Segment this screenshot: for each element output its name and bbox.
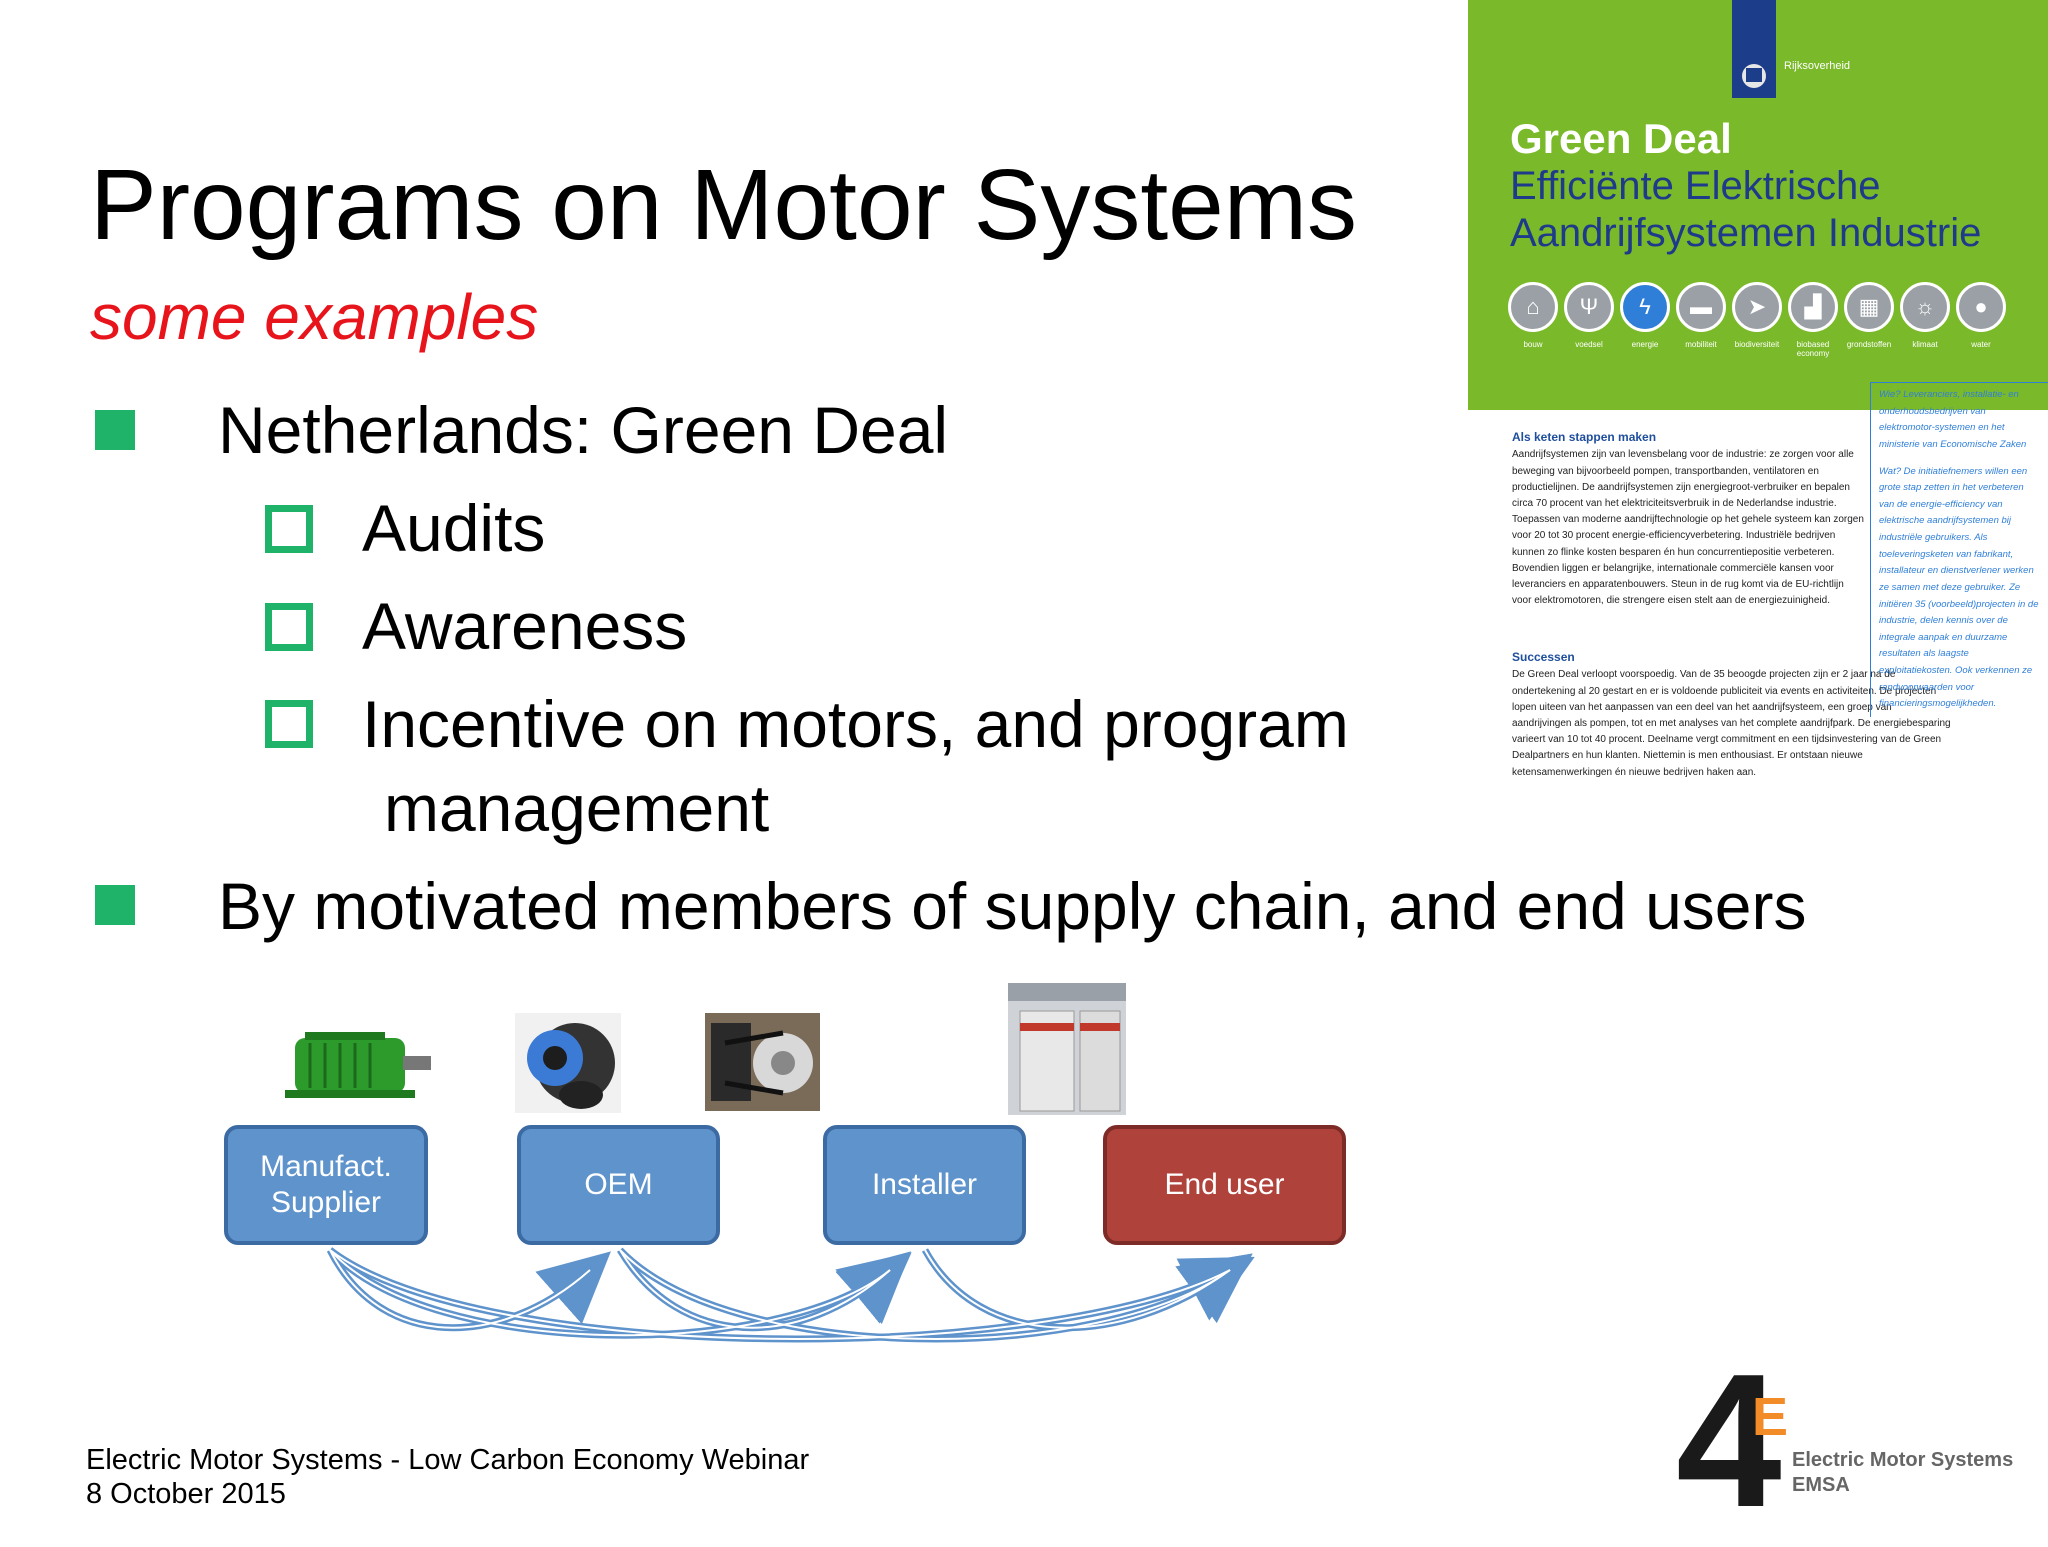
theme-icon-label: water (1971, 340, 1991, 349)
bullet-marker (95, 410, 135, 450)
doc-sidebar-what: Wat? De initiatiefnemers willen een grot… (1879, 465, 2039, 710)
car-icon: ▬ (1676, 282, 1726, 332)
cutlery-icon: Ψ (1564, 282, 1614, 332)
sub-bullet-audits: Audits (362, 491, 546, 565)
slide-subtitle: some examples (90, 281, 539, 353)
doc-section-1-text: Aandrijfsystemen zijn van levensbelang v… (1512, 449, 1864, 607)
belt-drive-image (705, 1013, 820, 1111)
doc-section-2: Successen De Green Deal verloopt voorspo… (1512, 648, 1952, 781)
logo-4: 4 (1676, 1335, 1782, 1547)
factory-icon: ▟ (1788, 282, 1838, 332)
government-logo-band (1732, 0, 1776, 98)
sub-bullet-marker (265, 700, 313, 748)
doc-subtitle-2: Aandrijfsystemen Industrie (1510, 211, 1982, 255)
materials-icon: ▦ (1844, 282, 1894, 332)
doc-section-1: Als keten stappen maken Aandrijfsystemen… (1512, 428, 1864, 609)
theme-icon-label: energie (1631, 340, 1659, 349)
house-icon: ⌂ (1508, 282, 1558, 332)
drop-icon: ● (1956, 282, 2006, 332)
box-installer: Installer (823, 1125, 1026, 1245)
doc-section-1-heading: Als keten stappen maken (1512, 430, 1657, 444)
bullet-supply-chain: By motivated members of supply chain, an… (218, 869, 1807, 943)
theme-icon-label: grondstoffen (1846, 340, 1892, 349)
lightning-icon: ϟ (1620, 282, 1670, 332)
doc-section-2-text: De Green Deal verloopt voorspoedig. Van … (1512, 669, 1951, 778)
fan-image (515, 1013, 621, 1113)
logo-text-2: EMSA (1792, 1474, 1850, 1496)
flow-arrows (326, 1247, 1255, 1343)
sub-bullet-marker (265, 505, 313, 553)
sub-bullet-incentive-cont: management (384, 771, 770, 845)
doc-subtitle-1: Efficiënte Elektrische (1510, 164, 1881, 208)
bird-icon: ➤ (1732, 282, 1782, 332)
theme-icon-label: biobased economy (1796, 340, 1830, 358)
sub-bullet-marker (265, 603, 313, 651)
doc-section-2-heading: Successen (1512, 650, 1575, 664)
sun-icon: ☼ (1900, 282, 1950, 332)
doc-title: Green Deal (1510, 115, 1732, 162)
sub-bullet-incentive: Incentive on motors, and program (362, 687, 1349, 761)
bullet-marker (95, 885, 135, 925)
green-motor-image (285, 1032, 431, 1098)
theme-icon-label: bouw (1523, 340, 1543, 349)
box-manufacturer-supplier: Manufact. Supplier (224, 1125, 428, 1245)
equipment-cabinet-image (1008, 983, 1126, 1115)
theme-icon-label: biodiversiteit (1734, 340, 1780, 349)
logo-e: E (1752, 1387, 1789, 1447)
footer-date: 8 October 2015 (86, 1478, 286, 1510)
box-end-user: End user (1103, 1125, 1346, 1245)
logo-text-1: Electric Motor Systems (1792, 1449, 2014, 1471)
slide-title: Programs on Motor Systems (90, 149, 1358, 261)
sub-bullet-awareness: Awareness (362, 589, 688, 663)
footer-event: Electric Motor Systems - Low Carbon Econ… (86, 1444, 810, 1476)
box-oem: OEM (517, 1125, 720, 1245)
4e-logo: 4 E (1676, 1346, 1806, 1536)
theme-icon-label: mobiliteit (1685, 340, 1717, 349)
bullet-netherlands: Netherlands: Green Deal (218, 393, 949, 467)
doc-sidebar-who: Wie? Leveranciers, installatie- en onder… (1879, 389, 2027, 450)
crest-icon (1742, 64, 1766, 88)
doc-sidebar: Wie? Leveranciers, installatie- en onder… (1870, 382, 2048, 717)
gov-label: Rijksoverheid (1784, 60, 1851, 72)
theme-icon-label: voedsel (1575, 340, 1603, 349)
theme-icon-label: klimaat (1912, 340, 1938, 349)
